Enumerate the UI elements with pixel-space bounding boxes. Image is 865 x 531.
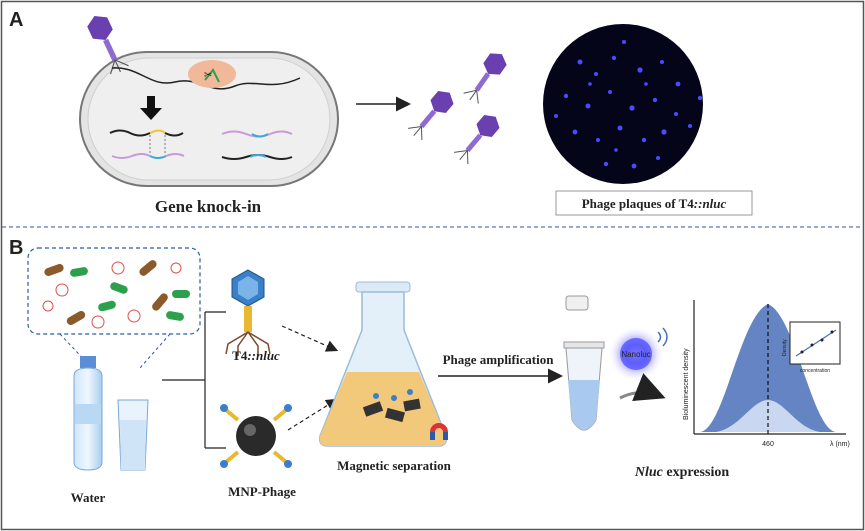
water-sample-box [27,247,201,335]
signal-waves-icon [657,327,668,347]
panel-a-letter: A [9,9,23,31]
inset-plot: Density concentration [782,321,841,374]
bacterium-cell [79,51,339,187]
plaque-plate-image [543,24,703,184]
microtube-icon [563,295,605,431]
plaques-label: Phage plaques of T4::nluc [582,196,727,211]
y-axis-label: Bioluminescent density [683,348,690,420]
magnetic-separation-label: Magnetic separation [337,458,452,473]
zoom-line-right [139,333,171,369]
dashed-arrow-t4 [281,325,339,352]
down-arrow-icon [140,96,162,120]
plaques-label-box [555,190,753,216]
nanoluc-core [620,338,652,370]
tick-460: 460 [762,441,774,448]
curved-arrow-to-plot [619,373,666,402]
t4-nluc-phage-icon [225,269,271,356]
dashed-arrow-mnp [287,398,339,431]
erlenmeyer-flask-icon [318,281,448,447]
released-phage-icon [461,47,511,107]
inset-y-label: Density [782,339,788,356]
mnp-phage-label: MNP-Phage [228,484,296,499]
inset-x-label: concentration [800,368,830,374]
released-phage-icon [451,109,504,167]
phage-amplification-label: Phage amplification [443,352,555,367]
cas9-complex-icon [188,60,236,88]
bacteria-cluster-icon [42,260,190,329]
panel-b-letter: B [9,237,23,259]
water-glass-icon [117,399,149,471]
scissors-icon: ✂ [204,70,212,81]
t4-nluc-label: T4::nluc [232,348,280,363]
released-phage-icon [405,85,458,143]
magnet-icon [430,423,448,440]
water-bottle-icon [73,356,103,471]
emission-plot: 460 λ (nm) Bioluminescent density [683,300,850,448]
dna-recombination-icon [109,129,293,160]
mnp-phage-icon [220,404,292,468]
water-label: Water [71,490,106,505]
x-axis-label: λ (nm) [830,441,850,448]
nluc-expression-label: Nluc expression [634,465,729,480]
nanoluc-label: Nanoluc [621,350,650,359]
gene-knockin-label: Gene knock-in [155,197,262,216]
